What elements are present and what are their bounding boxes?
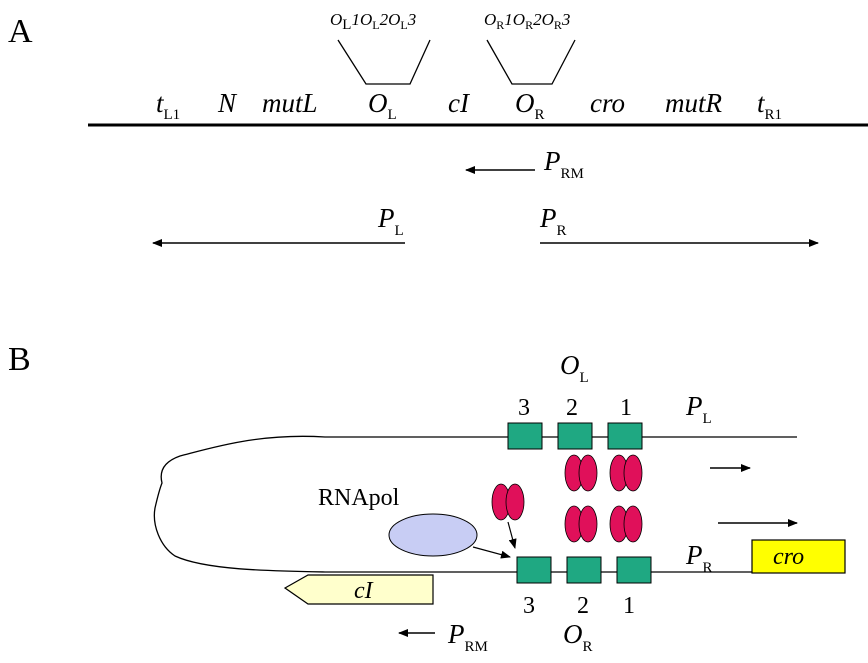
ol1-box [607, 422, 643, 450]
dimer-binding-arrow [507, 521, 517, 549]
bottom-number-2: 2 [577, 593, 589, 619]
gene-or: OR [515, 88, 545, 123]
bottom-number-3: 3 [523, 593, 535, 619]
operators-left-label: OL1OL2OL3 [330, 10, 416, 33]
ol2-box [557, 422, 593, 450]
cro-gene-box [751, 539, 846, 574]
repressor-dimer-or1 [609, 505, 643, 543]
ci-gene-label: cI [354, 578, 374, 604]
operators-right-label: OR1OR2OR3 [484, 10, 570, 32]
pr-label-a: PR [539, 203, 567, 239]
gene-tr1: tR1 [757, 88, 782, 123]
pl-label-b: PL [685, 391, 712, 427]
gene-n: N [217, 88, 238, 118]
pr-label-b: PR [685, 540, 713, 576]
or3-box [516, 556, 552, 584]
panel-a-label: A [8, 13, 33, 50]
pl-label-a: PL [377, 203, 404, 239]
ol3-box [507, 422, 543, 450]
or-expansion-lines [486, 39, 576, 85]
repressor-dimer-ol1 [609, 454, 643, 492]
prm-label-b: PRM [447, 619, 488, 655]
top-number-3: 3 [518, 395, 530, 421]
ol-expansion-lines [337, 39, 431, 85]
bottom-number-1: 1 [623, 593, 635, 619]
gene-cro: cro [590, 88, 625, 118]
ol-label-b: OL [560, 350, 589, 386]
gene-ol: OL [368, 88, 397, 123]
top-number-1: 1 [620, 395, 632, 421]
rnapol-ellipse [388, 513, 478, 557]
prm-label-a: PRM [543, 146, 584, 182]
gene-mutl: mutL [262, 88, 318, 118]
rnapol-label: RNApol [318, 485, 400, 511]
gene-ci: cI [448, 88, 471, 118]
repressor-dimer-or2 [564, 505, 598, 543]
panel-b-label: B [8, 341, 31, 378]
repressor-dimer-free [491, 483, 525, 521]
dna-loop [153, 435, 800, 573]
or2-box [566, 556, 602, 584]
rnapol-binding-arrow [472, 546, 511, 559]
or-label-b: OR [563, 619, 593, 655]
cro-gene-label: cro [773, 544, 804, 570]
top-number-2: 2 [566, 395, 578, 421]
gene-tl1: tL1 [156, 88, 180, 123]
ci-gene-box [283, 574, 434, 605]
repressor-dimer-ol2 [564, 454, 598, 492]
gene-mutr: mutR [665, 88, 723, 118]
or1-box [616, 556, 652, 584]
